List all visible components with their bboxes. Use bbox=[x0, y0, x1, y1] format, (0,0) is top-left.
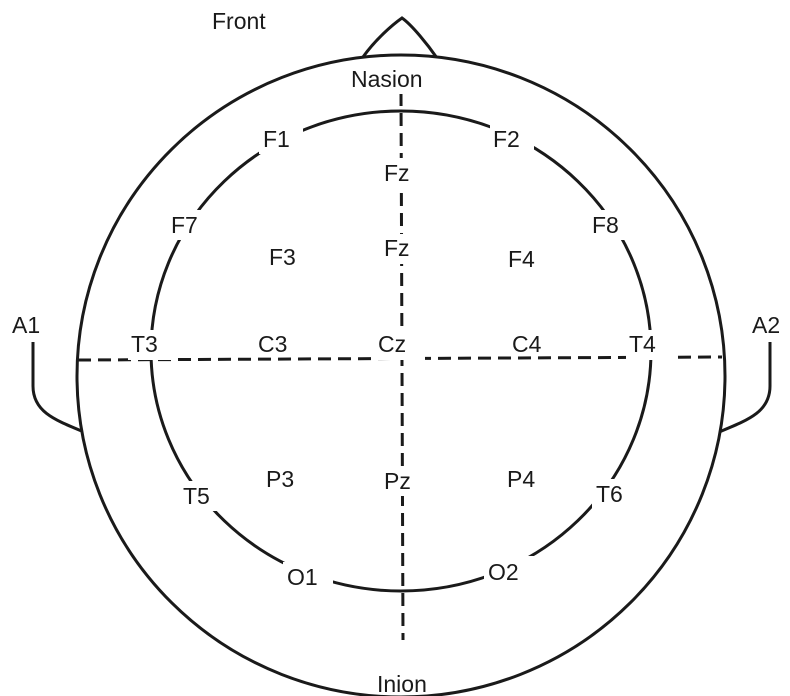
electrode-o1: O1 bbox=[287, 564, 318, 590]
nose-shape bbox=[363, 18, 437, 58]
front-label: Front bbox=[212, 8, 266, 34]
left-ear-label: A1 bbox=[12, 312, 40, 338]
electrode-f8: F8 bbox=[592, 212, 619, 238]
electrode-c3: C3 bbox=[258, 331, 287, 357]
nasion-label: Nasion bbox=[351, 66, 423, 92]
electrode-f1: F1 bbox=[263, 126, 290, 152]
electrode-t4: T4 bbox=[629, 331, 656, 357]
inion-label: Inion bbox=[377, 671, 427, 696]
electrode-f2: F2 bbox=[493, 126, 520, 152]
electrode-t5: T5 bbox=[183, 483, 210, 509]
electrode-f4: F4 bbox=[508, 246, 535, 272]
electrode-o2: O2 bbox=[488, 559, 519, 585]
right-ear-label: A2 bbox=[752, 312, 780, 338]
electrode-c4: C4 bbox=[512, 331, 542, 357]
right-ear-shape bbox=[719, 342, 770, 432]
electrode-p4: P4 bbox=[507, 466, 535, 492]
electrode-f7: F7 bbox=[171, 212, 198, 238]
electrode-t6: T6 bbox=[596, 481, 623, 507]
electrode-cz: Cz bbox=[378, 331, 406, 357]
electrode-f3: F3 bbox=[269, 244, 296, 270]
electrode-fz-lower: Fz bbox=[384, 235, 410, 261]
electrode-t3: T3 bbox=[131, 331, 158, 357]
electrode-fz-upper: Fz bbox=[384, 160, 410, 186]
electrode-pz: Pz bbox=[384, 468, 411, 494]
electrode-p3: P3 bbox=[266, 466, 294, 492]
